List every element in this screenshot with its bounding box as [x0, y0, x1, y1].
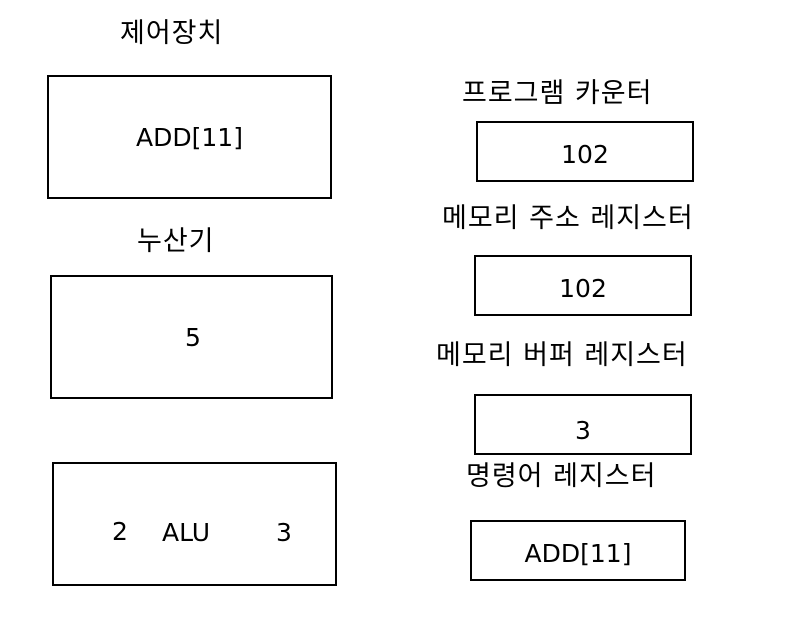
control-unit-box: ADD[11] — [47, 75, 332, 199]
control-unit-title: 제어장치 — [120, 18, 224, 49]
alu-left-operand: 2 — [112, 517, 128, 546]
accumulator-value: 5 — [185, 323, 201, 352]
instruction-register-value: ADD[11] — [524, 539, 632, 568]
memory-address-register-box: 102 — [474, 255, 692, 316]
accumulator-title: 누산기 — [137, 226, 215, 257]
memory-buffer-register-title: 메모리 버퍼 레지스터 — [436, 340, 688, 371]
control-unit-value: ADD[11] — [136, 123, 243, 152]
program-counter-box: 102 — [476, 121, 694, 182]
alu-box: 2 ALU 3 — [52, 462, 337, 586]
memory-address-register-value: 102 — [559, 274, 607, 303]
alu-right-operand: 3 — [276, 518, 292, 547]
memory-buffer-register-value: 3 — [575, 416, 591, 445]
program-counter-title: 프로그램 카운터 — [462, 78, 653, 109]
instruction-register-title: 명령어 레지스터 — [466, 461, 657, 492]
memory-buffer-register-box: 3 — [474, 394, 692, 455]
instruction-register-box: ADD[11] — [470, 520, 686, 581]
alu-label: ALU — [162, 518, 211, 547]
memory-address-register-title: 메모리 주소 레지스터 — [442, 203, 694, 234]
accumulator-box: 5 — [50, 275, 333, 399]
program-counter-value: 102 — [561, 140, 609, 169]
